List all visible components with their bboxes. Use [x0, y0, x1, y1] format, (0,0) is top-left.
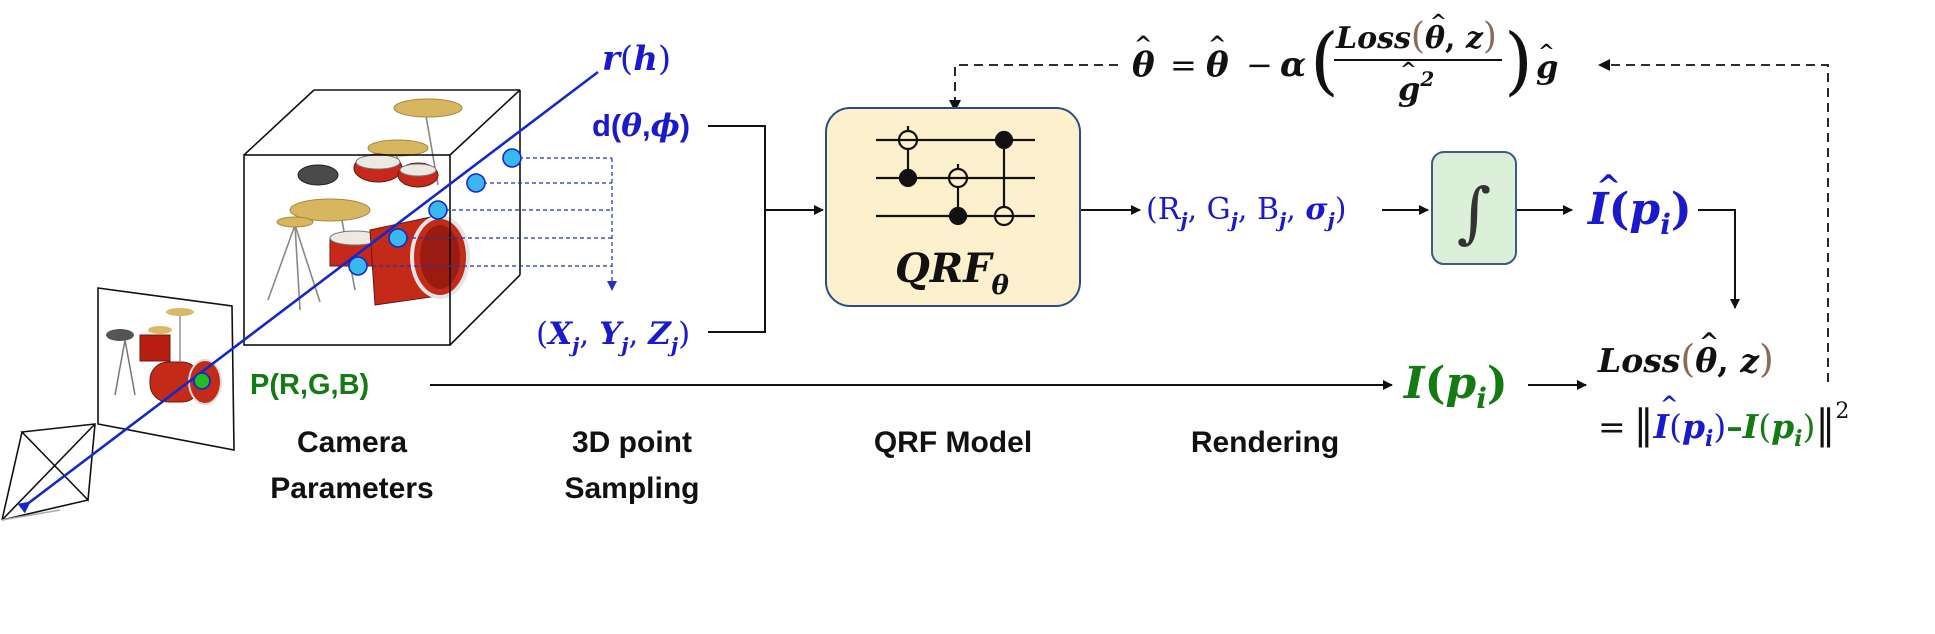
svg-text:Loss(θ, z): Loss(θ, z) — [1597, 337, 1774, 381]
qrf-model-box: QRFθ — [825, 107, 1081, 307]
svg-text:α: α — [1280, 45, 1306, 85]
camera-ray — [17, 70, 599, 514]
sample-projection-lines — [358, 157, 617, 291]
sample-point — [466, 173, 486, 193]
svg-text:^: ^ — [1538, 39, 1555, 63]
caption-camera-line1: Camera — [297, 426, 407, 459]
svg-text:θ: θ — [1132, 45, 1155, 85]
camera-frustum-icon — [1, 423, 96, 521]
loss-definition: Loss(θ, z) ^ =‖I(pi)–I(pi)‖2 ^ — [1597, 327, 1849, 452]
ground-truth-intensity-label: I(pi) — [1402, 358, 1508, 415]
rendering-integral-box: ∫ — [1431, 151, 1517, 265]
pixel-label: P(R,G,B) — [250, 369, 369, 401]
svg-text:^: ^ — [1134, 32, 1152, 58]
caption-sampling-line2: Sampling — [564, 472, 699, 505]
svg-text:=‖I(pi)–I(pi)‖2: =‖I(pi)–I(pi)‖2 — [1598, 399, 1849, 452]
feedback-loop — [954, 64, 1829, 382]
svg-text:^: ^ — [1660, 392, 1678, 418]
svg-text:): ) — [1504, 18, 1533, 104]
sample-point — [502, 148, 522, 168]
pipeline-connectors — [430, 125, 1740, 390]
caption-sampling-line1: 3D point — [572, 426, 692, 459]
ray-sample-points — [348, 148, 522, 276]
color-density-label: (Rj, Gj, Bj, σj) — [1146, 192, 1346, 232]
svg-text:=: = — [1170, 46, 1197, 84]
svg-text:^: ^ — [1430, 9, 1447, 33]
svg-text:g2: g2 — [1398, 67, 1434, 108]
sample-point — [428, 200, 448, 220]
sample-point — [348, 256, 368, 276]
drum-kit-3d-cube — [243, 89, 521, 346]
parameter-update-rule: θ ^ = θ ^ − α ( Loss(θ, z) ^ g2 ^ ) g ^ — [1132, 9, 1558, 108]
svg-text:^: ^ — [1596, 169, 1621, 204]
caption-rendering: Rendering — [1191, 426, 1339, 459]
predicted-intensity-label: I(pi) ^ — [1586, 169, 1692, 241]
svg-text:g: g — [1536, 48, 1558, 86]
integral-icon: ∫ — [1457, 174, 1491, 251]
ray-label: r(h) — [602, 39, 671, 79]
direction-label: d(θ,ϕ) — [592, 108, 690, 144]
quantum-circuit-icon — [876, 126, 1035, 227]
qrf-label: QRFθ — [895, 245, 1009, 301]
caption-camera-line2: Parameters — [270, 472, 433, 505]
svg-text:I(pi): I(pi) — [1586, 184, 1692, 241]
drum-kit-photo — [97, 287, 235, 451]
svg-text:^: ^ — [1208, 32, 1226, 58]
svg-text:−: − — [1246, 46, 1273, 84]
svg-text:Loss(θ, z): Loss(θ, z) — [1335, 16, 1497, 57]
pixel-point — [193, 372, 211, 390]
svg-text:^: ^ — [1400, 57, 1417, 81]
svg-text:θ: θ — [1206, 45, 1229, 85]
svg-text:^: ^ — [1699, 327, 1719, 356]
sample-points-label: (Xj, Yj, Zj) — [536, 316, 690, 357]
sample-point — [388, 228, 408, 248]
caption-model: QRF Model — [874, 426, 1032, 459]
